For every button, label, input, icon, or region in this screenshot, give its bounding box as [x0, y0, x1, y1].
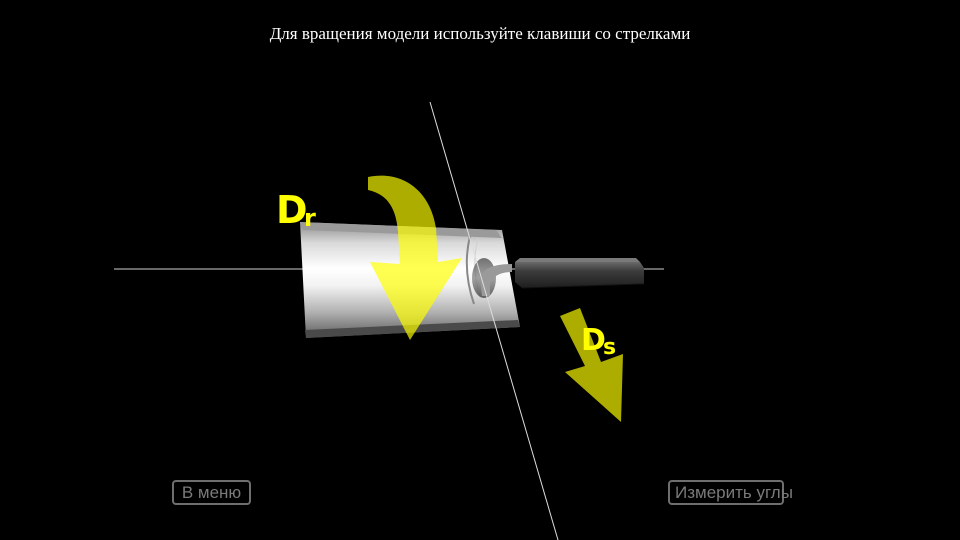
label-ds: D s: [581, 323, 616, 360]
menu-button[interactable]: В меню: [172, 480, 251, 505]
instruction-text: Для вращения модели используйте клавиши …: [269, 24, 691, 43]
label-dr: D r: [276, 188, 316, 232]
rotation-arrow-icon: [368, 175, 462, 340]
svg-text:r: r: [304, 204, 316, 232]
svg-text:s: s: [603, 335, 616, 360]
svg-text:D: D: [581, 323, 606, 358]
measure-angles-button[interactable]: Измерить углы: [668, 480, 793, 505]
inclined-axis-line: [429, 101, 559, 540]
cutting-tool: [480, 258, 645, 296]
svg-text:D: D: [276, 188, 308, 232]
feed-arrow-icon: [560, 308, 623, 422]
